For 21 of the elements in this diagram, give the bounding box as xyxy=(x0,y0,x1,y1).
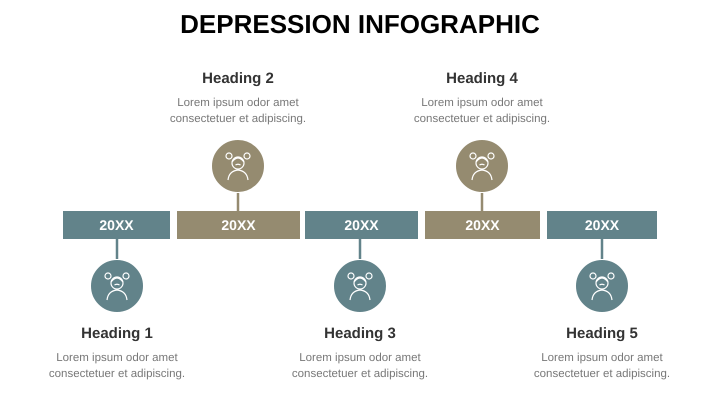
description-text: Lorem ipsum odor amet consectetuer et adipiscing. xyxy=(412,96,552,127)
description-text: Lorem ipsum odor amet consectetuer et adipiscing. xyxy=(168,96,308,127)
connector-line xyxy=(116,239,118,259)
connector-line xyxy=(480,193,484,211)
heading: Heading 5 xyxy=(566,325,638,344)
heading: Heading 4 xyxy=(446,70,518,89)
description-text: Lorem ipsum odor amet consectetuer et adipiscing. xyxy=(532,350,672,382)
year-bar: 20XX xyxy=(547,211,657,239)
title: DEPRESSION INFOGRAPHIC xyxy=(180,8,540,40)
heading: Heading 2 xyxy=(202,70,274,89)
heading: Heading 1 xyxy=(81,325,153,344)
connector-line xyxy=(600,239,604,259)
year-bar: 20XX xyxy=(305,211,418,239)
year-bar: 20XX xyxy=(63,211,170,239)
description-text: Lorem ipsum odor amet consectetuer et adipiscing. xyxy=(48,350,186,382)
year-bar: 20XX xyxy=(425,211,540,239)
heading: Heading 3 xyxy=(324,325,396,344)
year-bar: 20XX xyxy=(177,211,300,239)
description-text: Lorem ipsum odor amet consectetuer et adipiscing. xyxy=(290,350,430,382)
connector-line xyxy=(236,193,240,211)
connector-line xyxy=(358,239,362,259)
